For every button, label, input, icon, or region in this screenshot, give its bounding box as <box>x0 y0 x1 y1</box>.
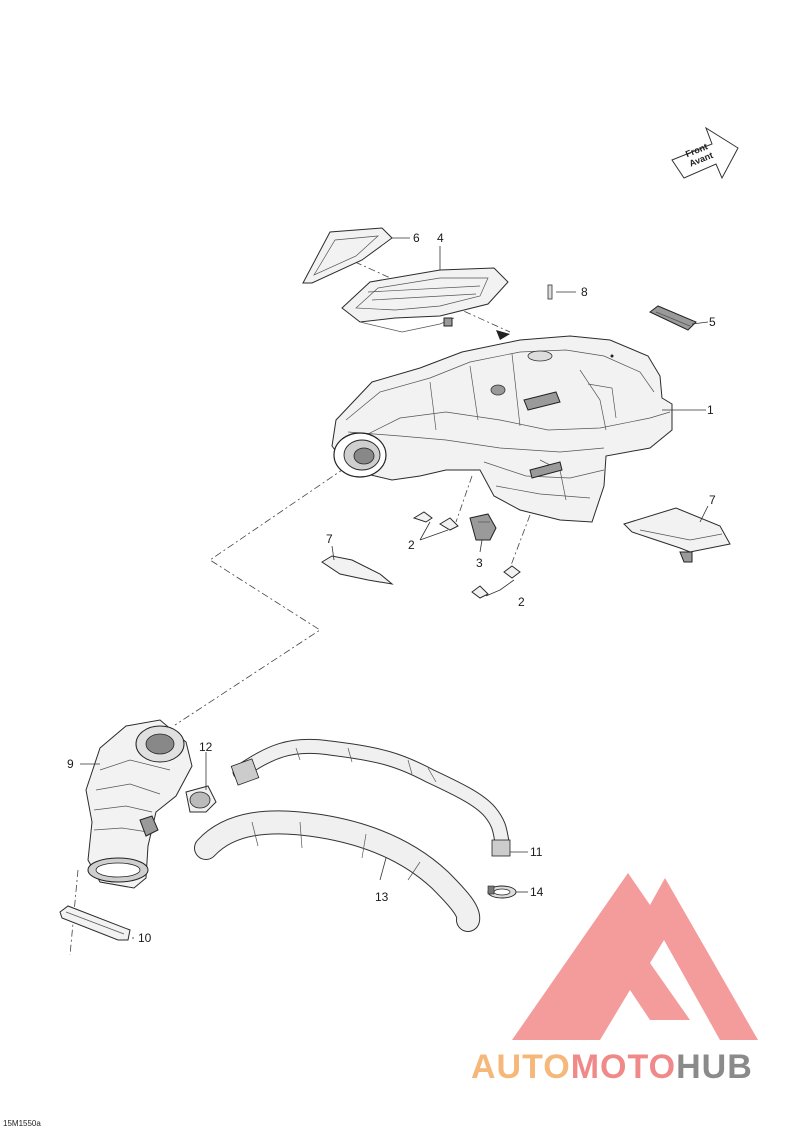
callout-5: 5 <box>709 315 716 329</box>
watermark-part-2: MOTO <box>570 1048 677 1086</box>
callout-12: 12 <box>199 740 213 754</box>
part-3-grommet <box>469 513 497 541</box>
leader-lines <box>80 237 709 939</box>
callout-7: 7 <box>709 493 716 507</box>
part-1-airbox <box>331 335 673 523</box>
part-9-throttle-adaptor <box>85 719 193 889</box>
alignment-line <box>509 514 531 569</box>
callout-11: 11 <box>530 845 543 859</box>
callout-7: 7 <box>326 532 333 546</box>
part-7-heat-shield <box>321 507 731 585</box>
alignment-line <box>69 869 79 956</box>
callout-2: 2 <box>518 595 525 609</box>
callout-2: 2 <box>408 538 415 552</box>
part-11-hose <box>230 738 511 857</box>
part-6-filter-gasket <box>302 227 393 284</box>
part-12-fitting <box>185 785 217 813</box>
part-10-clamp <box>59 905 131 941</box>
part-2-clip <box>412 511 521 599</box>
callout-8: 8 <box>581 285 588 299</box>
callout-6: 6 <box>413 231 420 245</box>
drawing-code: 15M1550a <box>3 1119 41 1128</box>
alignment-line <box>174 467 346 726</box>
callout-13: 13 <box>375 890 389 904</box>
callout-1: 1 <box>707 403 714 417</box>
callout-4: 4 <box>437 231 444 245</box>
front-direction-arrow-icon <box>671 126 739 180</box>
watermark-part-1: AUTO <box>471 1048 571 1086</box>
part-4-air-filter <box>341 267 510 340</box>
part-5-foam-strip <box>649 305 697 331</box>
part-13-hose <box>194 810 481 932</box>
callout-14: 14 <box>530 885 544 899</box>
watermark-part-3: HUB <box>676 1048 753 1086</box>
callout-3: 3 <box>476 556 483 570</box>
part-8-screw <box>547 284 553 300</box>
watermark-logo-icon <box>512 873 758 1040</box>
callout-10: 10 <box>138 931 152 945</box>
alignment-line <box>455 475 473 523</box>
part-14-clamp <box>487 885 517 899</box>
watermark-text: AUTOMOTOHUB <box>471 1050 753 1084</box>
callout-9: 9 <box>67 757 74 771</box>
